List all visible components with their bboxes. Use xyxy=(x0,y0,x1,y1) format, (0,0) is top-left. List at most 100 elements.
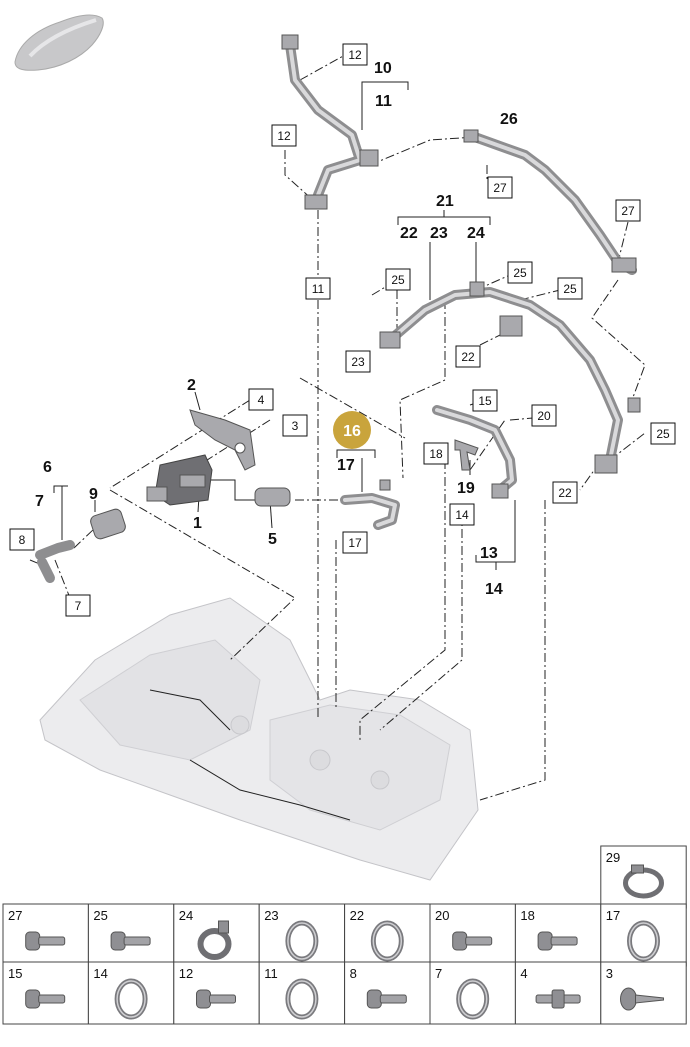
callout-21: 21 xyxy=(436,193,454,210)
ref-box: 17 xyxy=(342,531,368,554)
callout-9: 9 xyxy=(89,486,98,503)
callout-13: 13 xyxy=(480,545,498,562)
ref-box: 25 xyxy=(507,261,533,284)
parts-table-cell[interactable]: 22 xyxy=(344,903,431,967)
parts-table-cell[interactable]: 4 xyxy=(514,961,602,1025)
svg-text:12: 12 xyxy=(277,129,291,143)
flange-bolt-icon xyxy=(452,931,493,951)
parts-table-cell[interactable]: 25 xyxy=(87,903,175,967)
svg-text:11: 11 xyxy=(312,282,325,296)
parts-table-cell[interactable]: 24 xyxy=(173,903,260,967)
ref-box: 25 xyxy=(385,268,411,291)
seal-ring-icon xyxy=(370,920,404,962)
screw-icon xyxy=(620,987,664,1011)
parts-table-cell[interactable]: 20 xyxy=(429,903,516,967)
flange-bolt-icon xyxy=(366,989,407,1009)
part-number: 18 xyxy=(520,908,534,923)
ref-box: 3 xyxy=(282,414,308,437)
elbow-pipe-6 xyxy=(35,540,75,583)
parts-table: 29 27 25 24 23 22 20 18 17 15 14 12 11 8 7 4 3 xyxy=(2,845,687,1025)
svg-text:27: 27 xyxy=(621,204,635,218)
callout-22: 22 xyxy=(400,225,418,242)
connector-5 xyxy=(254,487,291,507)
svg-text:23: 23 xyxy=(351,355,365,369)
callout-26: 26 xyxy=(500,111,518,128)
highlight-callout-16[interactable]: 16 xyxy=(333,411,371,449)
parts-table-cell[interactable]: 12 xyxy=(173,961,260,1025)
callout-7: 7 xyxy=(35,493,44,510)
callout-2: 2 xyxy=(187,377,196,394)
parts-table-cell[interactable]: 23 xyxy=(258,903,346,967)
parts-table-cell[interactable]: 15 xyxy=(2,961,89,1025)
part-number: 29 xyxy=(606,850,620,865)
parts-table-cell[interactable]: 14 xyxy=(87,961,175,1025)
ref-box: 18 xyxy=(423,442,449,465)
part-number: 7 xyxy=(435,966,442,981)
svg-text:12: 12 xyxy=(348,48,362,62)
water-pump-1 xyxy=(146,454,213,506)
part-number: 20 xyxy=(435,908,449,923)
callout-6: 6 xyxy=(43,459,52,476)
hose-clamp-icon xyxy=(623,864,664,899)
svg-text:27: 27 xyxy=(493,181,507,195)
flange-bolt-icon xyxy=(110,931,151,951)
svg-text:25: 25 xyxy=(391,273,405,287)
ref-box: 23 xyxy=(345,350,371,373)
bracket-2 xyxy=(189,409,256,471)
parts-table-cell[interactable]: 17 xyxy=(600,903,687,967)
coolant-pipe-21 xyxy=(379,281,641,474)
part-number: 12 xyxy=(179,966,193,981)
bracket-19 xyxy=(454,439,479,471)
part-number: 23 xyxy=(264,908,278,923)
ref-box: 12 xyxy=(271,124,297,147)
parts-table-cell[interactable]: 8 xyxy=(344,961,431,1025)
svg-text:14: 14 xyxy=(455,508,469,522)
svg-text:22: 22 xyxy=(461,350,475,364)
callout-10: 10 xyxy=(374,60,392,77)
ref-box: 27 xyxy=(487,176,513,199)
svg-text:25: 25 xyxy=(656,427,670,441)
callout-23: 23 xyxy=(430,225,448,242)
ref-box: 25 xyxy=(650,422,676,445)
parts-table-cell[interactable]: 29 xyxy=(600,845,687,909)
coolant-pipe-10 xyxy=(281,34,379,210)
clip-icon xyxy=(197,920,232,960)
part-number: 14 xyxy=(93,966,107,981)
parts-table-cell[interactable]: 11 xyxy=(258,961,346,1025)
part-number: 27 xyxy=(8,908,22,923)
svg-text:8: 8 xyxy=(19,533,26,547)
svg-text:25: 25 xyxy=(563,282,577,296)
part-number: 11 xyxy=(264,966,278,981)
vehicle-silhouette-icon xyxy=(14,14,104,71)
part-number: 17 xyxy=(606,908,620,923)
parts-table-cell[interactable]: 27 xyxy=(2,903,89,967)
svg-text:22: 22 xyxy=(558,486,572,500)
part-number: 4 xyxy=(520,966,527,981)
part-number: 3 xyxy=(606,966,613,981)
svg-text:25: 25 xyxy=(513,266,527,280)
ref-box: 8 xyxy=(9,528,35,551)
svg-text:20: 20 xyxy=(537,409,551,423)
svg-text:15: 15 xyxy=(478,394,492,408)
seal-ring-icon xyxy=(114,978,148,1020)
ref-box: 22 xyxy=(552,481,578,504)
callout-1: 1 xyxy=(193,515,202,532)
ref-box: 20 xyxy=(531,404,557,427)
svg-text:4: 4 xyxy=(258,393,265,407)
part-number: 24 xyxy=(179,908,193,923)
svg-text:7: 7 xyxy=(75,599,82,613)
part-number: 22 xyxy=(350,908,364,923)
parts-table-cell[interactable]: 3 xyxy=(600,961,687,1025)
flange-bolt-icon xyxy=(25,931,66,951)
parts-table-cell[interactable]: 7 xyxy=(429,961,516,1025)
parts-table-cell[interactable]: 18 xyxy=(514,903,602,967)
flange-bolt-icon xyxy=(196,989,236,1009)
ref-box: 14 xyxy=(449,503,475,526)
coolant-pipe-17 xyxy=(340,479,400,530)
boxed-refs: 12 12 27 27 11 25 25 25 23 22 4 3 15 20 … xyxy=(9,43,676,617)
part-number: 8 xyxy=(350,966,357,981)
highlight-callout-16-text: 16 xyxy=(343,423,361,440)
ref-box: 4 xyxy=(248,388,274,411)
ref-box: 12 xyxy=(342,43,368,66)
